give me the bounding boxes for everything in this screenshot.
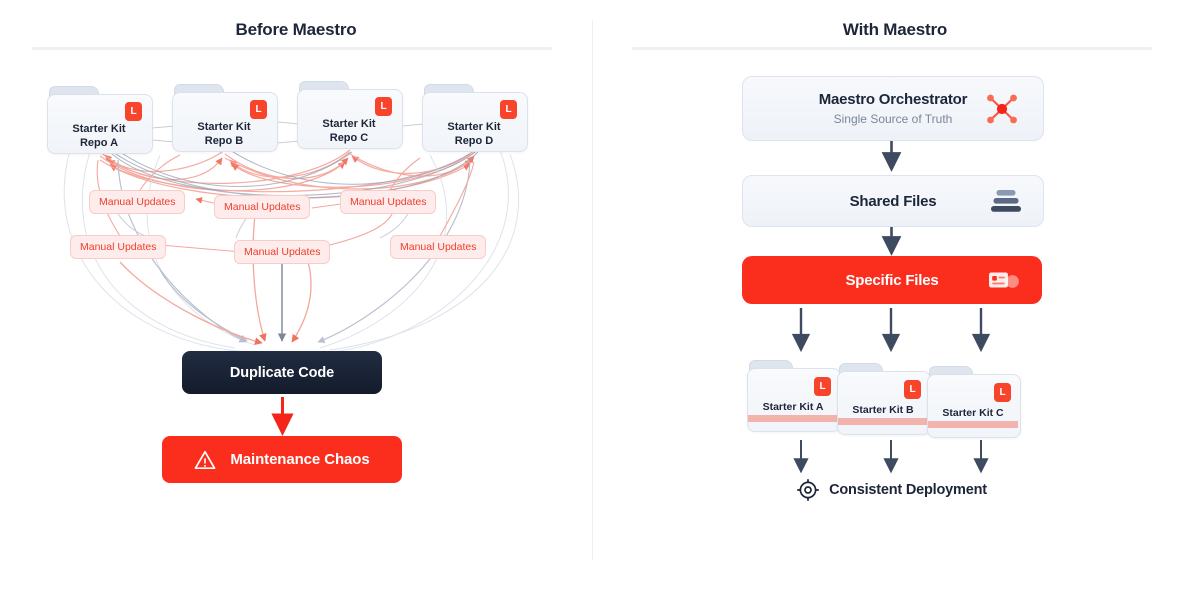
warning-triangle-icon (194, 450, 216, 469)
stacked-layers-icon (991, 190, 1021, 212)
shared-to-specific-arrow (881, 227, 902, 256)
specific-files-title: Specific Files (845, 271, 939, 289)
target-crosshair-icon (797, 478, 820, 502)
shared-files-box[interactable]: Shared Files (742, 175, 1044, 227)
kit-label: Starter Kit A (762, 401, 824, 413)
left-title-rule (32, 47, 552, 50)
license-badge: L (125, 102, 142, 121)
repo-label: Starter Kit Repo B (172, 120, 276, 148)
license-badge: L (250, 100, 267, 119)
manual-updates-pill[interactable]: Manual Updates (390, 235, 487, 259)
duplicate-to-chaos-arrow (271, 397, 294, 436)
repo-label-line2: Repo D (454, 135, 494, 147)
folder-stripe (748, 415, 838, 422)
kits-to-deployment-arrows (793, 440, 989, 474)
orchestrator-to-shared-arrow (881, 141, 902, 172)
repo-label-line1: Starter Kit (322, 118, 376, 130)
repo-label: Starter Kit Repo A (47, 122, 151, 150)
repo-label-line2: Repo A (79, 137, 119, 149)
specific-files-text: Specific Files (742, 272, 1042, 289)
license-badge: L (904, 380, 921, 399)
repo-label-line2: Repo C (329, 132, 369, 144)
file-card-icon (989, 272, 1019, 288)
consistent-deployment-label: Consistent Deployment (829, 482, 987, 498)
repo-folder-a[interactable]: L Starter Kit Repo A (47, 86, 153, 154)
repo-label: Starter Kit Repo C (297, 117, 401, 145)
network-hub-icon (987, 94, 1017, 123)
right-title-rule (632, 47, 1152, 50)
folder-stripe (928, 421, 1018, 428)
repo-label-line1: Starter Kit (72, 123, 126, 135)
maestro-orchestrator-box[interactable]: Maestro Orchestrator Single Source of Tr… (742, 76, 1044, 141)
orchestrator-subtitle: Single Source of Truth (833, 112, 953, 126)
duplicate-code-label: Duplicate Code (229, 364, 335, 381)
with-maestro-panel: With Maestro (592, 0, 1198, 600)
manual-updates-pill[interactable]: Manual Updates (234, 240, 331, 264)
license-badge: L (814, 377, 831, 396)
repo-folder-d[interactable]: L Starter Kit Repo D (422, 84, 528, 152)
chaotic-connections (63, 121, 520, 355)
manual-updates-pill[interactable]: Manual Updates (89, 190, 186, 214)
repo-label-line1: Starter Kit (197, 121, 251, 133)
starter-kit-folder-b[interactable]: L Starter Kit B (837, 363, 931, 435)
folder-stripe (838, 418, 928, 425)
kit-label: Starter Kit B (852, 404, 914, 416)
manual-updates-pill[interactable]: Manual Updates (70, 235, 167, 259)
maintenance-chaos-box[interactable]: Maintenance Chaos (162, 436, 402, 483)
specific-to-kits-arrows (791, 308, 991, 353)
shared-files-text: Shared Files (743, 193, 1043, 210)
repo-folder-c[interactable]: L Starter Kit Repo C (297, 81, 403, 149)
license-badge: L (994, 383, 1011, 402)
repo-folder-b[interactable]: L Starter Kit Repo B (172, 84, 278, 152)
specific-files-box[interactable]: Specific Files (742, 256, 1042, 304)
orchestrator-text: Maestro Orchestrator Single Source of Tr… (743, 91, 1043, 126)
right-panel-title: With Maestro (842, 20, 948, 39)
left-panel-title: Before Maestro (235, 20, 357, 39)
maintenance-chaos-label: Maintenance Chaos (230, 451, 370, 468)
manual-updates-pill[interactable]: Manual Updates (340, 190, 437, 214)
repo-label-line1: Starter Kit (447, 121, 501, 133)
starter-kit-folder-a[interactable]: L Starter Kit A (747, 360, 841, 432)
orchestrator-title: Maestro Orchestrator (818, 91, 968, 108)
panel-divider (592, 20, 593, 560)
license-badge: L (500, 100, 517, 119)
before-maestro-panel: Before Maestro (0, 0, 592, 600)
license-badge: L (375, 97, 392, 116)
repo-label-line2: Repo B (204, 135, 244, 147)
kit-label: Starter Kit C (942, 407, 1004, 419)
shared-files-title: Shared Files (849, 192, 937, 210)
consistent-deployment-row: Consistent Deployment (742, 477, 1042, 503)
manual-updates-pill[interactable]: Manual Updates (214, 195, 311, 219)
repo-label: Starter Kit Repo D (422, 120, 526, 148)
starter-kit-folder-c[interactable]: L Starter Kit C (927, 366, 1021, 438)
duplicate-code-box[interactable]: Duplicate Code (182, 351, 382, 394)
